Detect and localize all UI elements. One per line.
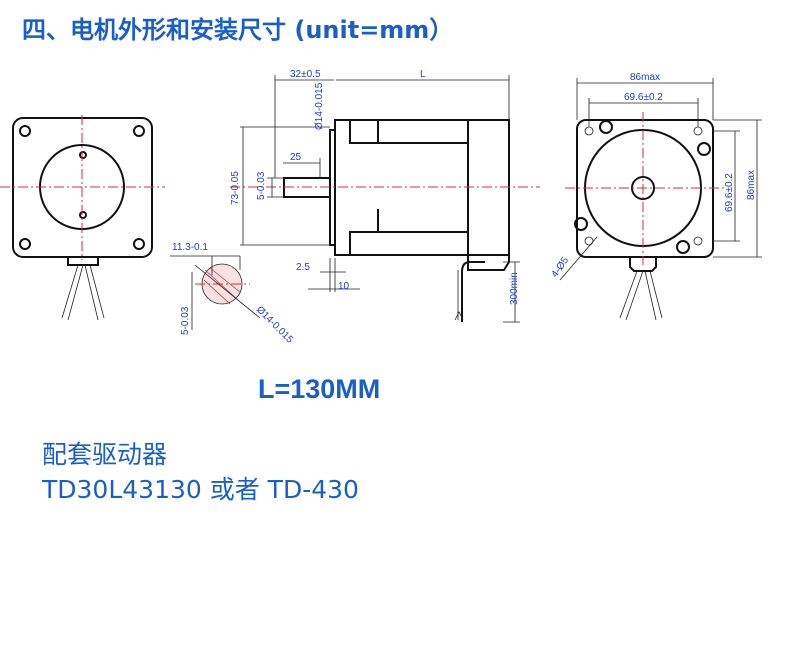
dim-section-dia: Ø14-0.015 <box>254 304 296 346</box>
dim-pilot: 73-0.05 <box>230 171 241 205</box>
rear-view <box>0 115 165 321</box>
section-title: 四、电机外形和安装尺寸 (unit=mm） <box>22 16 454 44</box>
dim-key-len: 25 <box>290 152 302 163</box>
dim-shaft-dia: Ø14-0.015 <box>314 82 325 130</box>
side-view: 32±0.5 L Ø14-0.015 73-0.05 25 5-0.03 2.5… <box>230 69 540 323</box>
dim-hole-pitch-v: 69.6±0.2 <box>724 173 735 212</box>
front-view: 86max 69.6±0.2 69.6±0.2 86max 4-Ø5 <box>549 72 762 321</box>
dim-holes: 4-Ø5 <box>549 255 571 280</box>
driver-heading: 配套驱动器 <box>42 440 168 469</box>
dim-section-key: 5-0.03 <box>180 306 191 335</box>
dim-key-width: 5-0.03 <box>256 171 267 200</box>
dim-shaft-ext: 32±0.5 <box>290 69 321 80</box>
dim-hole-pitch-h: 69.6±0.2 <box>624 92 663 103</box>
dim-cable: 300min <box>509 272 520 305</box>
dim-boss: 2.5 <box>296 262 310 273</box>
driver-models: TD30L43130 或者 TD-430 <box>42 475 359 504</box>
motor-length: L=130MM <box>258 374 381 404</box>
shaft-section: 11.3-0.1 5-0.03 Ø14-0.015 <box>170 242 295 346</box>
dim-flat: 11.3-0.1 <box>172 242 208 253</box>
dim-flange: 10 <box>338 281 350 292</box>
dim-length: L <box>420 69 426 80</box>
dim-body-width: 86max <box>630 72 660 83</box>
dim-body-height: 86max <box>746 170 757 200</box>
